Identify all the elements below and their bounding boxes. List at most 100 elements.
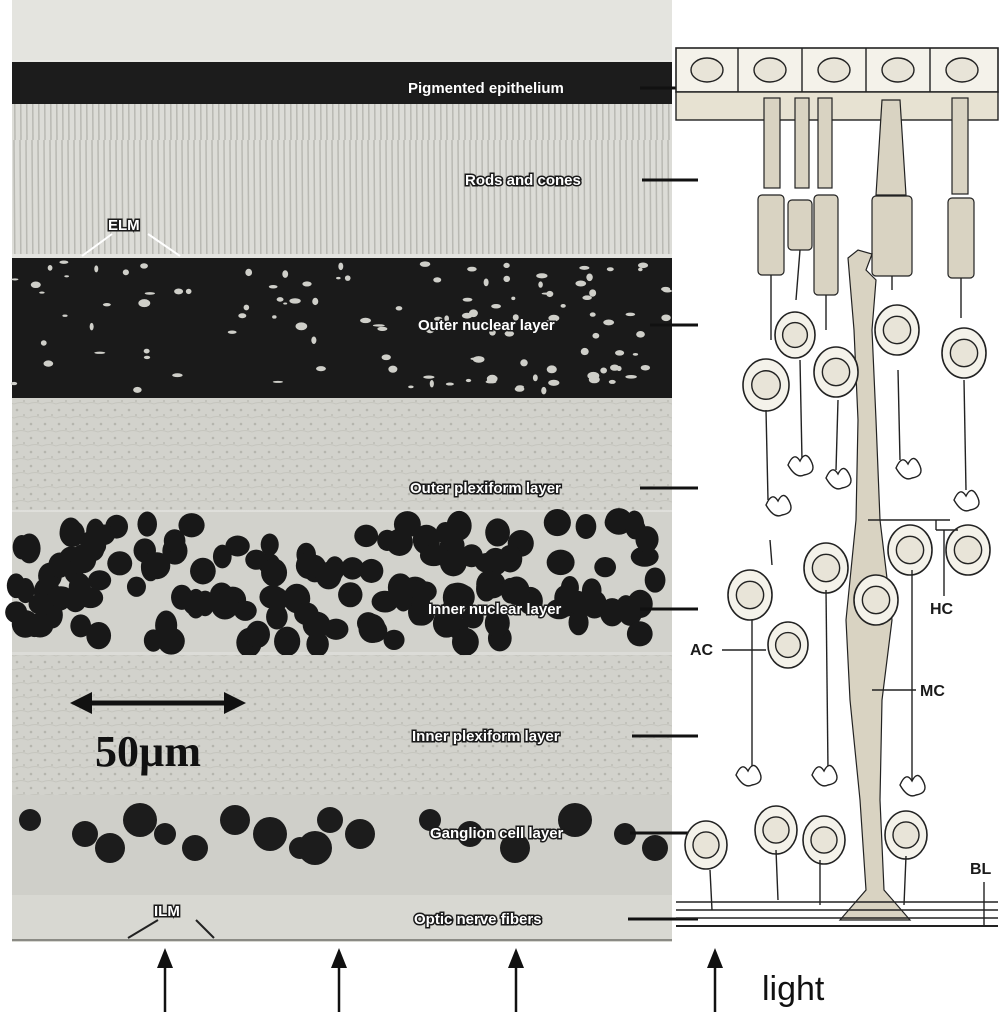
onl-gap [377,327,387,331]
label-optic-nerve: Optic nerve fibers [414,911,542,928]
onl-gap [388,366,397,373]
label-pigmented-epithelium: Pigmented epithelium [408,80,564,97]
onl-gap [172,373,183,377]
onl-gap [542,292,553,294]
synapse [736,765,761,785]
ganglion-nucleus [220,805,250,835]
onl-gap [145,292,155,295]
epithelium-nucleus [754,58,786,82]
onl-gap [582,295,591,300]
label-outer-nuclear: Outer nuclear layer [418,317,555,334]
inl-nucleus [88,570,111,590]
cell-nucleus [811,827,837,853]
cell-nucleus [812,554,839,581]
onl-gap [536,273,547,278]
inl-nucleus [211,592,238,619]
inl-nucleus [576,514,597,539]
onl-gap [64,275,69,277]
outer-nuclear-band [12,258,672,398]
epithelium-cells [676,48,998,120]
onl-gap [11,382,17,385]
onl-gap [420,261,430,267]
inl-nucleus [359,559,383,583]
ganglion-nucleus [123,803,157,837]
scale-bar-label: 50µm [95,727,201,776]
inl-nucleus [582,578,602,602]
cell-nucleus [954,536,981,563]
onl-gap [373,324,385,326]
onl-gap [39,292,45,294]
pigmented-epithelium-band [12,62,672,104]
inl-nucleus [137,512,157,537]
onl-gap [277,297,284,302]
onl-gap [561,304,566,308]
inl-nucleus [18,534,41,564]
onl-gap [515,386,525,392]
onl-gap [626,313,636,317]
inl-nucleus [259,585,285,609]
cell-nucleus [736,581,763,608]
inl-nucleus [627,621,653,646]
onl-gap [607,267,614,271]
ganglion-nucleus [72,821,98,847]
onl-gap [484,279,489,287]
onl-gap [589,289,596,296]
onl-gap [311,336,316,344]
onl-gap [396,306,403,310]
label-bl: BL [970,861,992,878]
onl-gap [503,276,510,282]
onl-gap [302,281,311,286]
onl-gap [316,366,326,371]
onl-gap [463,298,473,302]
onl-gap [94,265,98,272]
epithelium-nucleus [691,58,723,82]
onl-gap [586,274,592,282]
onl-gap [579,266,589,270]
ganglion-nucleus [298,831,332,865]
onl-gap [600,367,607,373]
onl-gap [296,322,308,330]
onl-gap [469,309,478,317]
schematic-drawing [676,48,998,926]
onl-gap [144,356,150,359]
synapse [954,490,979,510]
onl-gap [603,320,614,326]
onl-gap [138,299,150,307]
onl-gap [273,381,283,383]
onl-gap [641,365,650,370]
cell-nucleus [862,586,889,613]
onl-gap [90,323,94,330]
label-elm: ELM [108,217,140,234]
inl-nucleus [358,614,385,643]
label-inner-nuclear: Inner nuclear layer [428,601,562,618]
cell-nucleus [693,832,719,858]
cell-nucleus [822,358,849,385]
onl-gap [511,297,515,300]
onl-gap [282,270,288,278]
onl-gap [103,303,111,306]
cell-nucleus [893,822,919,848]
onl-gap [636,331,645,338]
onl-gap [609,380,616,384]
onl-gap [312,298,318,305]
cell-nucleus [783,323,808,348]
onl-gap [140,263,148,268]
onl-gap [269,285,278,288]
inl-nucleus [306,631,328,657]
ganglion-nucleus [642,835,668,861]
cell-nucleus [950,339,977,366]
inl-nucleus [80,531,100,551]
onl-gap [94,352,105,354]
onl-gap [382,354,391,360]
light-arrow-4 [707,948,723,1012]
outer-plexiform-band [12,398,672,510]
inl-nucleus [440,549,467,576]
inl-nucleus [544,509,571,536]
synapse [766,495,791,515]
onl-gap [541,387,546,395]
onl-gap [433,277,441,282]
inl-nucleus [645,567,666,592]
inl-nucleus [144,552,171,579]
onl-gap [289,298,300,303]
inl-nucleus [27,613,54,637]
